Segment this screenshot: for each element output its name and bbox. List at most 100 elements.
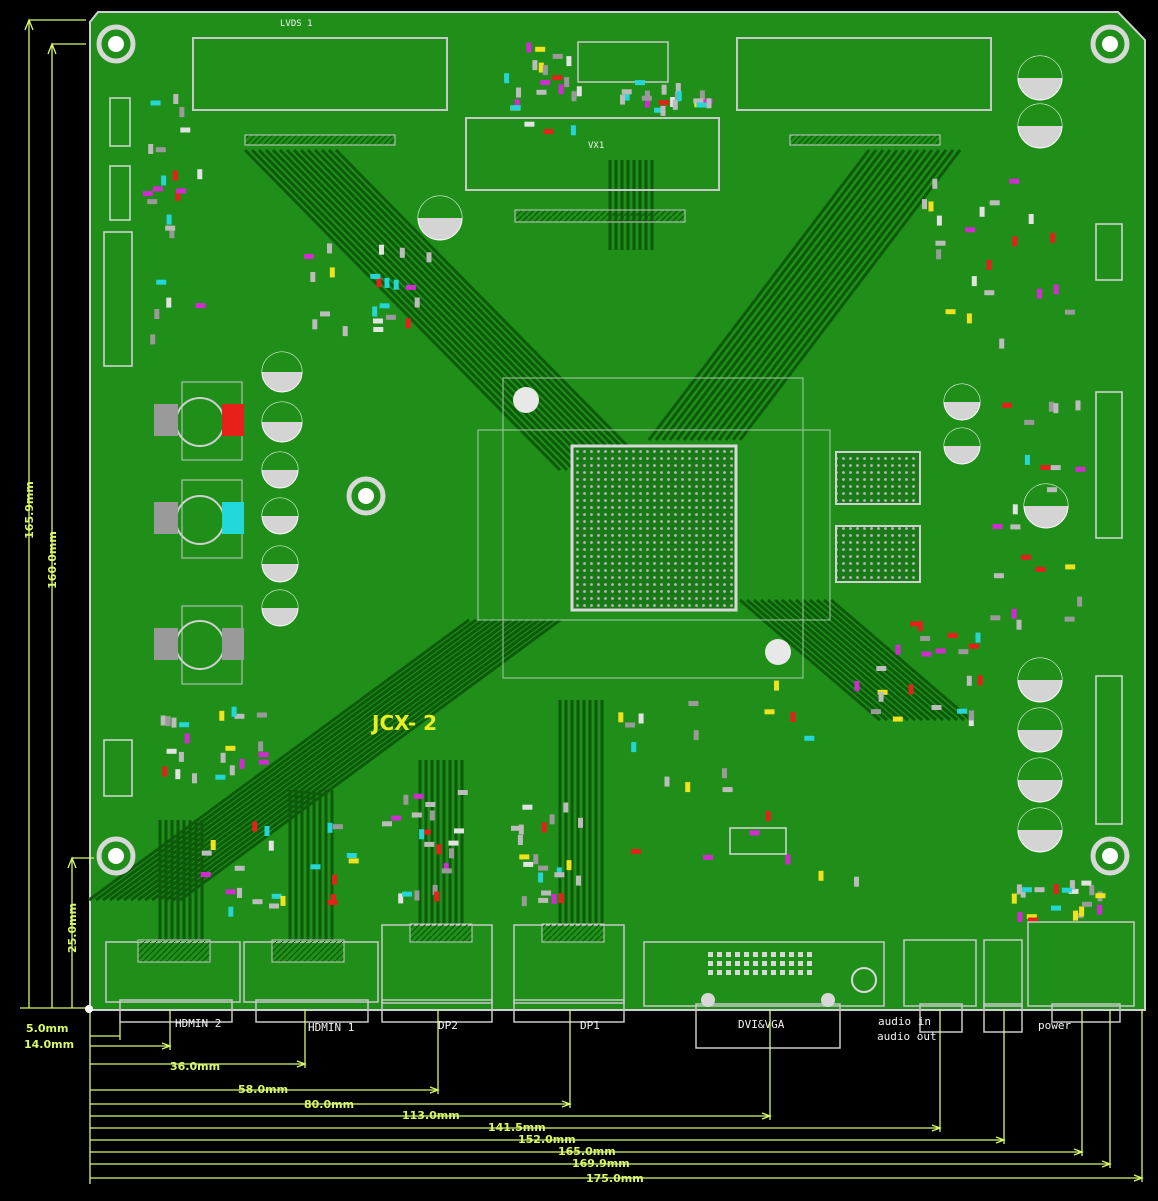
capacitor-polarity	[1018, 658, 1062, 680]
smd-component	[921, 651, 932, 657]
dim-h-58: 58.0mm	[238, 1083, 288, 1096]
smd-component	[931, 705, 942, 710]
smd-component	[1095, 893, 1106, 899]
smd-component	[658, 100, 669, 106]
dvi-pin	[780, 970, 785, 975]
hdmi2-connector-shell	[119, 999, 233, 1023]
smd-component	[804, 735, 815, 741]
mounting-holes	[96, 24, 1130, 876]
smd-component	[327, 822, 333, 833]
port-label-hdmi1: HDMIN 1	[308, 1021, 354, 1034]
trace	[151, 618, 533, 902]
smd-component	[228, 906, 234, 917]
dim-h-165: 165.0mm	[558, 1145, 616, 1158]
smd-component	[1009, 178, 1020, 184]
smd-component	[638, 713, 644, 724]
smd-component	[566, 56, 572, 67]
smd-component	[696, 102, 707, 108]
smd-component	[1020, 887, 1026, 898]
smd-component	[538, 865, 549, 871]
dvi-pin	[780, 961, 785, 966]
smd-component	[641, 95, 652, 101]
dvi-pin	[744, 952, 749, 957]
connector-mount-holes	[701, 967, 877, 1007]
smd-component	[449, 848, 454, 859]
dimension-labels: 165.9mm 160.0mm 25.0mm 5.0mm 14.0mm 36.0…	[23, 481, 644, 1185]
smd-component	[541, 890, 552, 896]
mounting-hole-ring	[1090, 836, 1130, 876]
smd-component	[957, 708, 968, 714]
smd-component	[563, 802, 569, 813]
trace	[689, 149, 913, 441]
smd-component	[1017, 912, 1023, 923]
smd-component	[722, 768, 727, 779]
dvi-pin	[762, 961, 767, 966]
smd-component	[932, 178, 938, 189]
smd-component	[517, 835, 523, 845]
smd-component	[764, 709, 775, 715]
trace	[823, 598, 965, 722]
smd-component	[699, 90, 705, 101]
smd-component	[1012, 236, 1018, 247]
smd-component	[165, 225, 176, 231]
smd-component	[457, 790, 468, 795]
dvi-pin	[744, 961, 749, 966]
trace	[724, 149, 948, 441]
smd-component	[173, 94, 179, 104]
trace	[731, 149, 955, 441]
smd-component	[258, 759, 269, 765]
dp1-connector-shell	[513, 999, 625, 1023]
smd-component	[169, 228, 175, 239]
dimension-arrow	[296, 1060, 307, 1068]
trace	[809, 598, 951, 722]
smd-component	[1053, 403, 1059, 414]
smd-component	[703, 854, 714, 860]
capacitor-polarity	[944, 384, 980, 402]
mounting-hole	[1102, 36, 1118, 52]
smd-component	[373, 327, 384, 332]
port-label-hdmi2: HDMIN 2	[175, 1017, 221, 1030]
smd-component	[229, 765, 235, 776]
smd-component	[552, 53, 563, 59]
smd-component	[150, 100, 161, 106]
smd-component	[215, 774, 226, 780]
horizontal-dimensions	[90, 1010, 1144, 1182]
smd-component	[1075, 400, 1081, 411]
smd-component	[424, 841, 435, 847]
smd-components	[142, 42, 1106, 923]
capacitor-polarity	[1018, 56, 1062, 78]
smd-component	[928, 201, 934, 212]
audio-in-connector	[903, 939, 977, 1007]
smd-component	[346, 853, 357, 858]
smd-component	[785, 854, 791, 865]
capacitor-polarity	[262, 498, 298, 516]
smd-component	[252, 821, 258, 832]
smd-component	[385, 314, 396, 320]
smd-component	[552, 75, 563, 81]
smd-component	[1082, 901, 1092, 907]
trace	[116, 618, 498, 902]
smd-component	[936, 249, 942, 260]
dvi-pin	[735, 952, 740, 957]
smd-component	[936, 215, 942, 226]
capacitor-polarity	[1018, 758, 1062, 780]
dvi-pin	[771, 961, 776, 966]
smd-component	[332, 824, 343, 830]
smd-component	[774, 680, 779, 691]
smd-component	[1051, 905, 1061, 911]
trace	[179, 618, 561, 902]
trace	[158, 618, 540, 902]
smd-component	[554, 872, 565, 878]
smd-component	[854, 681, 860, 691]
smd-component	[540, 80, 551, 85]
smd-component	[178, 751, 184, 762]
smd-component	[330, 894, 336, 905]
dvi-pin	[789, 952, 794, 957]
smd-component	[231, 706, 237, 717]
port-label-dp1: DP1	[580, 1019, 600, 1032]
smd-component	[523, 861, 534, 867]
lvds-connector-right	[736, 37, 992, 111]
dvi-vga-connector-body	[643, 941, 885, 1007]
smd-component	[175, 190, 181, 201]
